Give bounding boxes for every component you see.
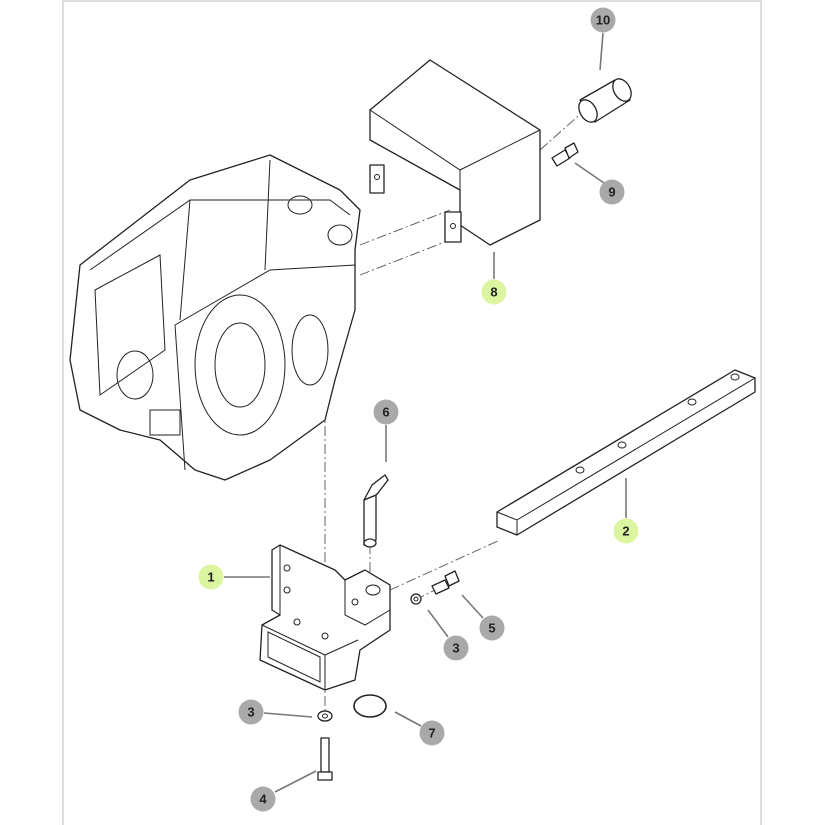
callout-label: 3 <box>247 704 255 720</box>
callout-9[interactable]: 9 <box>599 179 625 205</box>
callout-label: 4 <box>259 791 267 807</box>
part-5-bolt <box>431 570 460 595</box>
callout-label: 6 <box>382 404 390 420</box>
callout-label: 5 <box>488 620 496 636</box>
callout-2[interactable]: 2 <box>613 518 639 544</box>
callout-label: 10 <box>595 12 611 28</box>
transmission-housing <box>69 154 361 481</box>
part-4-bolt <box>317 737 333 781</box>
callout-10[interactable]: 10 <box>590 7 616 33</box>
callout-5[interactable]: 5 <box>479 615 505 641</box>
callout-6[interactable]: 6 <box>373 399 399 425</box>
callout-label: 7 <box>428 725 436 741</box>
callout-7[interactable]: 7 <box>419 720 445 746</box>
callout-label: 1 <box>207 569 215 585</box>
part-1-bracket <box>259 544 391 691</box>
part-3-washer-upper <box>410 593 422 605</box>
callout-label: 3 <box>452 640 460 656</box>
part-3-washer-lower <box>317 710 333 722</box>
part-8-shield <box>369 59 541 246</box>
leader-lines <box>224 32 627 793</box>
part-9-bolt <box>551 142 579 167</box>
callout-label: 2 <box>622 523 630 539</box>
callout-3-lower[interactable]: 3 <box>238 699 264 725</box>
part-10-sleeve <box>578 78 632 123</box>
callout-8[interactable]: 8 <box>481 279 507 305</box>
part-6-pin <box>363 474 389 548</box>
callout-label: 8 <box>490 284 498 300</box>
callout-3-upper[interactable]: 3 <box>443 635 469 661</box>
callout-label: 9 <box>608 184 616 200</box>
part-2-bar <box>496 369 756 536</box>
diagram-frame <box>62 0 762 825</box>
callout-1[interactable]: 1 <box>198 564 224 590</box>
part-7-retaining-ring <box>353 694 387 718</box>
callout-4[interactable]: 4 <box>250 786 276 812</box>
